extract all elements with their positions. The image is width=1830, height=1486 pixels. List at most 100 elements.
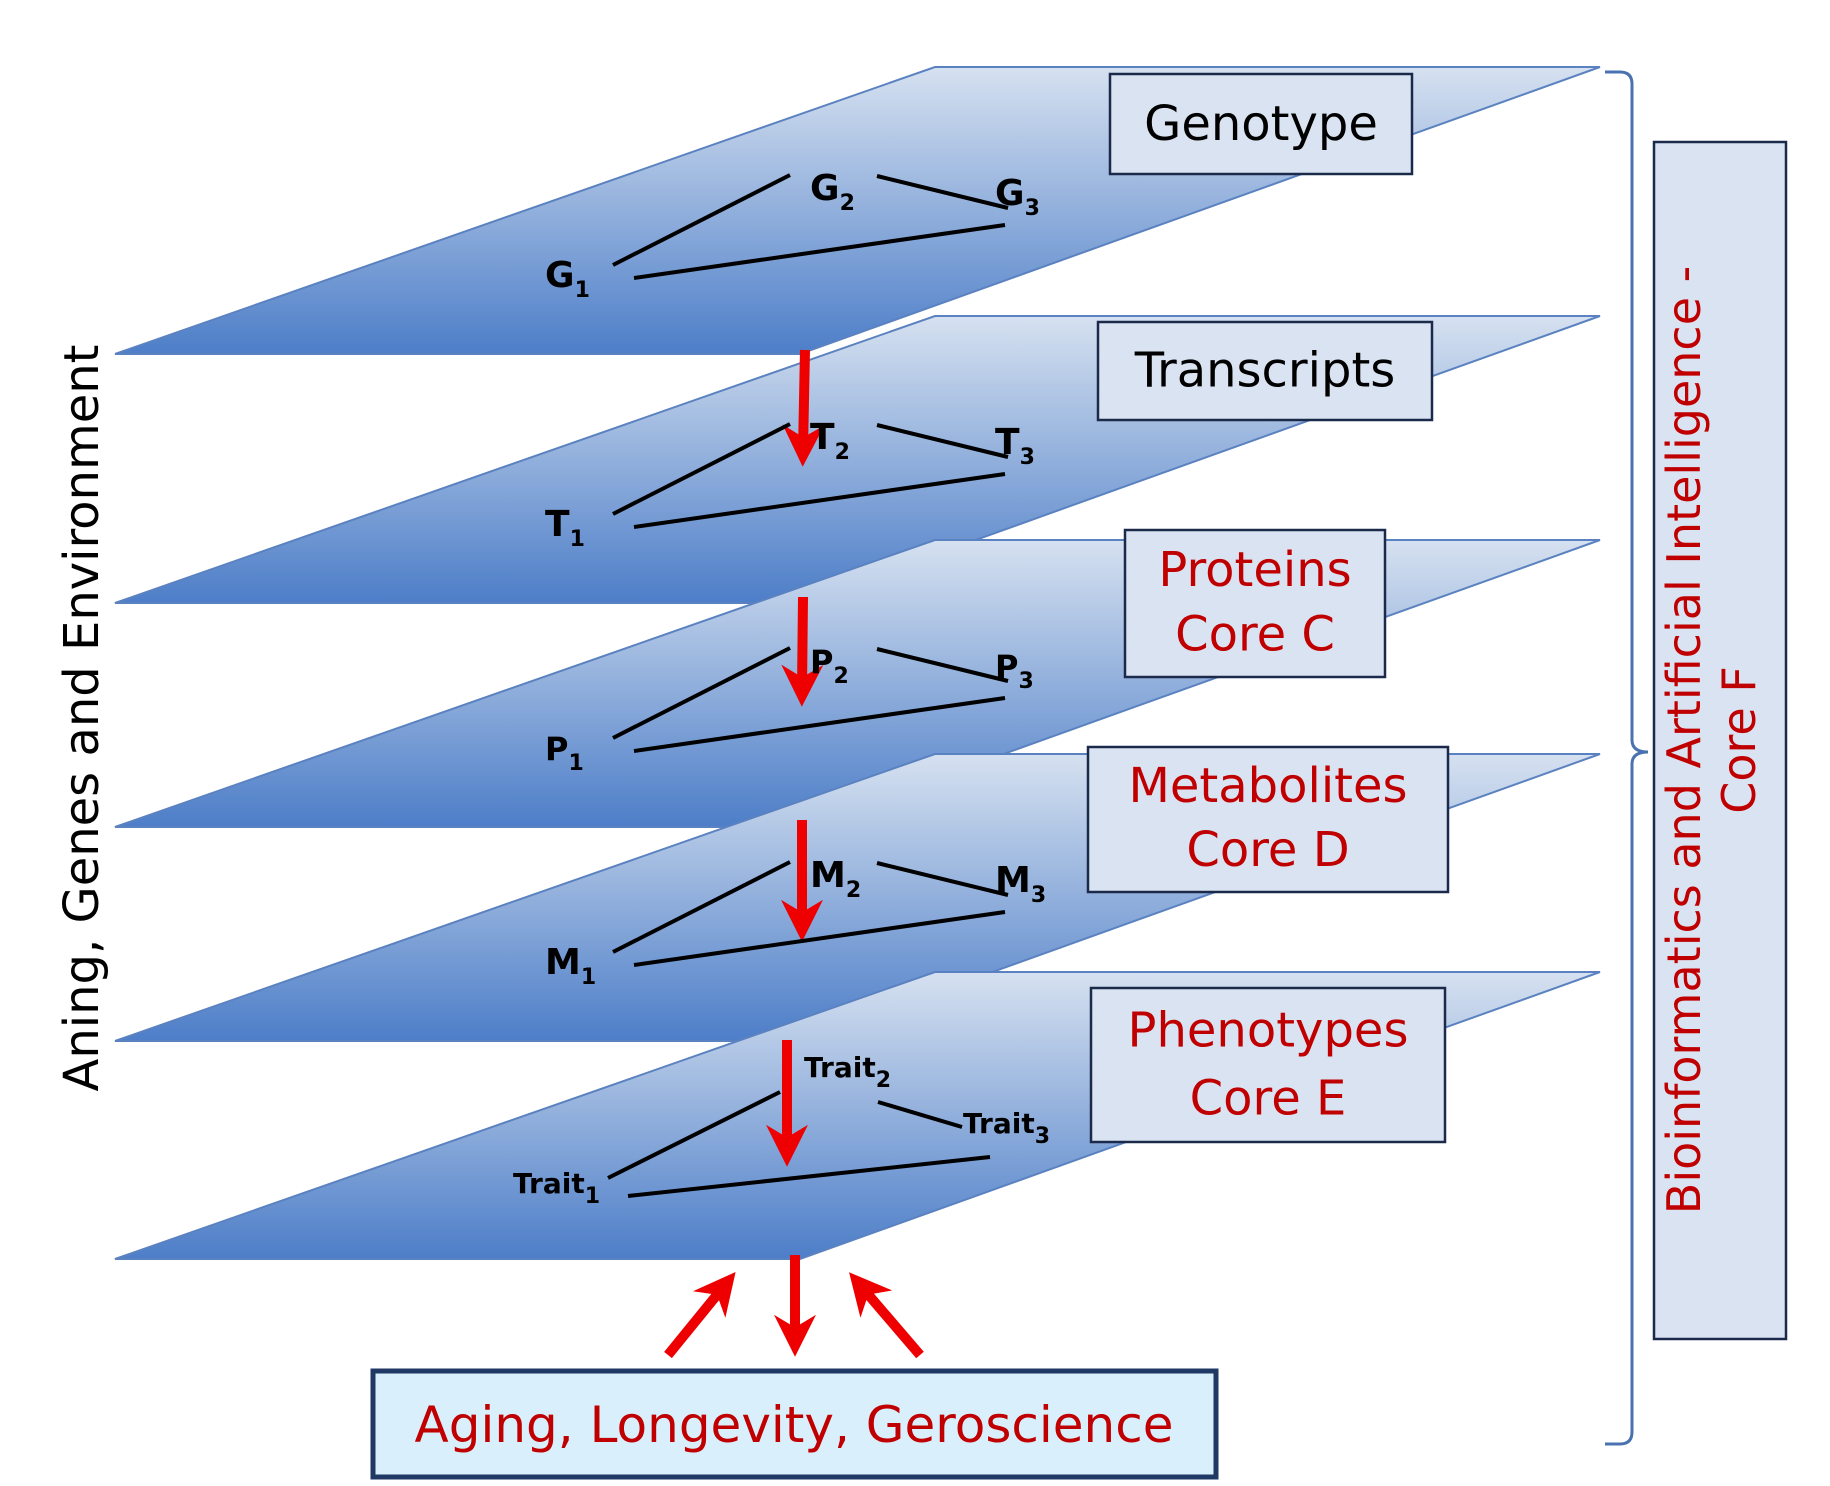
node-subscript: 2 bbox=[840, 191, 855, 216]
layer-core: Core E bbox=[1190, 1070, 1347, 1126]
node-name: T bbox=[995, 422, 1020, 463]
network-edge bbox=[612, 173, 791, 267]
node-subscript: 2 bbox=[835, 440, 850, 465]
node-name: G bbox=[545, 255, 575, 296]
node-subscript: 1 bbox=[570, 527, 585, 552]
network-node: Trait2 bbox=[804, 1051, 891, 1093]
node-name: M bbox=[995, 860, 1031, 901]
network-node: T1 bbox=[545, 504, 585, 552]
node-name: M bbox=[810, 855, 846, 896]
node-subscript: 1 bbox=[575, 278, 590, 303]
node-subscript: 3 bbox=[1025, 196, 1040, 221]
network-node: Trait3 bbox=[963, 1107, 1050, 1149]
label-box-frame bbox=[1096, 320, 1434, 422]
side-label: Aning, Genes and Environment bbox=[54, 345, 110, 1092]
node-name: G bbox=[810, 168, 840, 209]
flow-arrow bbox=[664, 1271, 736, 1359]
node-name: G bbox=[995, 173, 1025, 214]
layer-title: Phenotypes bbox=[1128, 1003, 1409, 1059]
flow-arrow bbox=[781, 596, 824, 707]
network-edge bbox=[633, 472, 1006, 529]
aging-box-frame bbox=[370, 1368, 1219, 1480]
node-name: T bbox=[545, 504, 570, 545]
node-name: T bbox=[810, 417, 835, 458]
label-box-frame bbox=[1086, 745, 1450, 894]
flow-arrows bbox=[664, 349, 924, 1359]
network-node: G3 bbox=[995, 173, 1040, 221]
flow-arrow bbox=[782, 349, 825, 467]
layer-core: Core C bbox=[1175, 607, 1335, 663]
network-node: T3 bbox=[995, 422, 1035, 470]
network-edge bbox=[633, 696, 1006, 753]
layer-label-box: Genotype bbox=[1108, 72, 1414, 176]
network-node: M1 bbox=[545, 942, 596, 990]
node-subscript: 1 bbox=[568, 751, 583, 776]
node-name: M bbox=[545, 942, 581, 983]
node-subscript: 2 bbox=[846, 878, 861, 903]
node-subscript: 3 bbox=[1018, 669, 1033, 694]
grouping-bracket bbox=[1605, 70, 1649, 1446]
node-name: P bbox=[545, 730, 568, 768]
node-name: Trait bbox=[804, 1051, 876, 1084]
network-edge bbox=[612, 422, 791, 516]
network-node: M3 bbox=[995, 860, 1046, 908]
network-node: T2 bbox=[810, 417, 850, 465]
flow-arrow bbox=[849, 1272, 924, 1359]
layer-title: Genotype bbox=[1144, 96, 1378, 152]
node-subscript: 1 bbox=[585, 1184, 600, 1209]
node-subscript: 3 bbox=[1020, 445, 1035, 470]
aging-box: Aging, Longevity, Geroscience bbox=[370, 1368, 1219, 1480]
layer-title: Metabolites bbox=[1128, 758, 1407, 814]
node-subscript: 1 bbox=[581, 965, 596, 990]
network-node: P2 bbox=[810, 643, 849, 689]
network-node: Trait1 bbox=[513, 1167, 600, 1209]
bioinformatics-box: Bioinformatics and Artificial Intelligen… bbox=[1652, 140, 1788, 1341]
network-edge bbox=[876, 174, 1009, 210]
network-edge bbox=[876, 647, 1009, 683]
network-node: G1 bbox=[545, 255, 590, 303]
node-name: P bbox=[810, 643, 833, 681]
node-subscript: 3 bbox=[1031, 883, 1046, 908]
network-node: G2 bbox=[810, 168, 855, 216]
layer-title: Transcripts bbox=[1134, 343, 1396, 399]
layer-label-box: Transcripts bbox=[1096, 320, 1434, 422]
network-node: M2 bbox=[810, 855, 861, 903]
node-name: Trait bbox=[963, 1107, 1035, 1140]
network-edge bbox=[877, 1100, 963, 1129]
side-elements: Aning, Genes and Environment Bioinformati… bbox=[54, 70, 1788, 1480]
network-edge bbox=[627, 1155, 991, 1198]
bioinformatics-frame bbox=[1652, 140, 1788, 1341]
node-subscript: 3 bbox=[1035, 1124, 1050, 1149]
label-box-frame bbox=[1123, 528, 1387, 679]
node-name: P bbox=[995, 648, 1018, 686]
network-node: P1 bbox=[545, 730, 584, 776]
layer-core: Core D bbox=[1186, 822, 1349, 878]
network-edge bbox=[633, 223, 1006, 280]
node-subscript: 2 bbox=[833, 664, 848, 689]
network-edge bbox=[612, 646, 791, 740]
network-edge bbox=[607, 1090, 781, 1180]
network-edge bbox=[876, 423, 1009, 459]
node-name: Trait bbox=[513, 1167, 585, 1200]
aging-label: Aging, Longevity, Geroscience bbox=[415, 1396, 1174, 1454]
node-subscript: 2 bbox=[876, 1068, 891, 1093]
label-box-frame bbox=[1089, 986, 1447, 1144]
bioinformatics-core: Core F bbox=[1712, 666, 1766, 814]
network-edge bbox=[612, 860, 791, 954]
network-edge bbox=[633, 910, 1006, 967]
label-box-frame bbox=[1108, 72, 1414, 176]
layer-title: Proteins bbox=[1158, 542, 1351, 598]
network-edge bbox=[876, 861, 1009, 897]
bioinformatics-title: Bioinformatics and Artificial Intelligen… bbox=[1657, 266, 1711, 1214]
network-node: P3 bbox=[995, 648, 1034, 694]
